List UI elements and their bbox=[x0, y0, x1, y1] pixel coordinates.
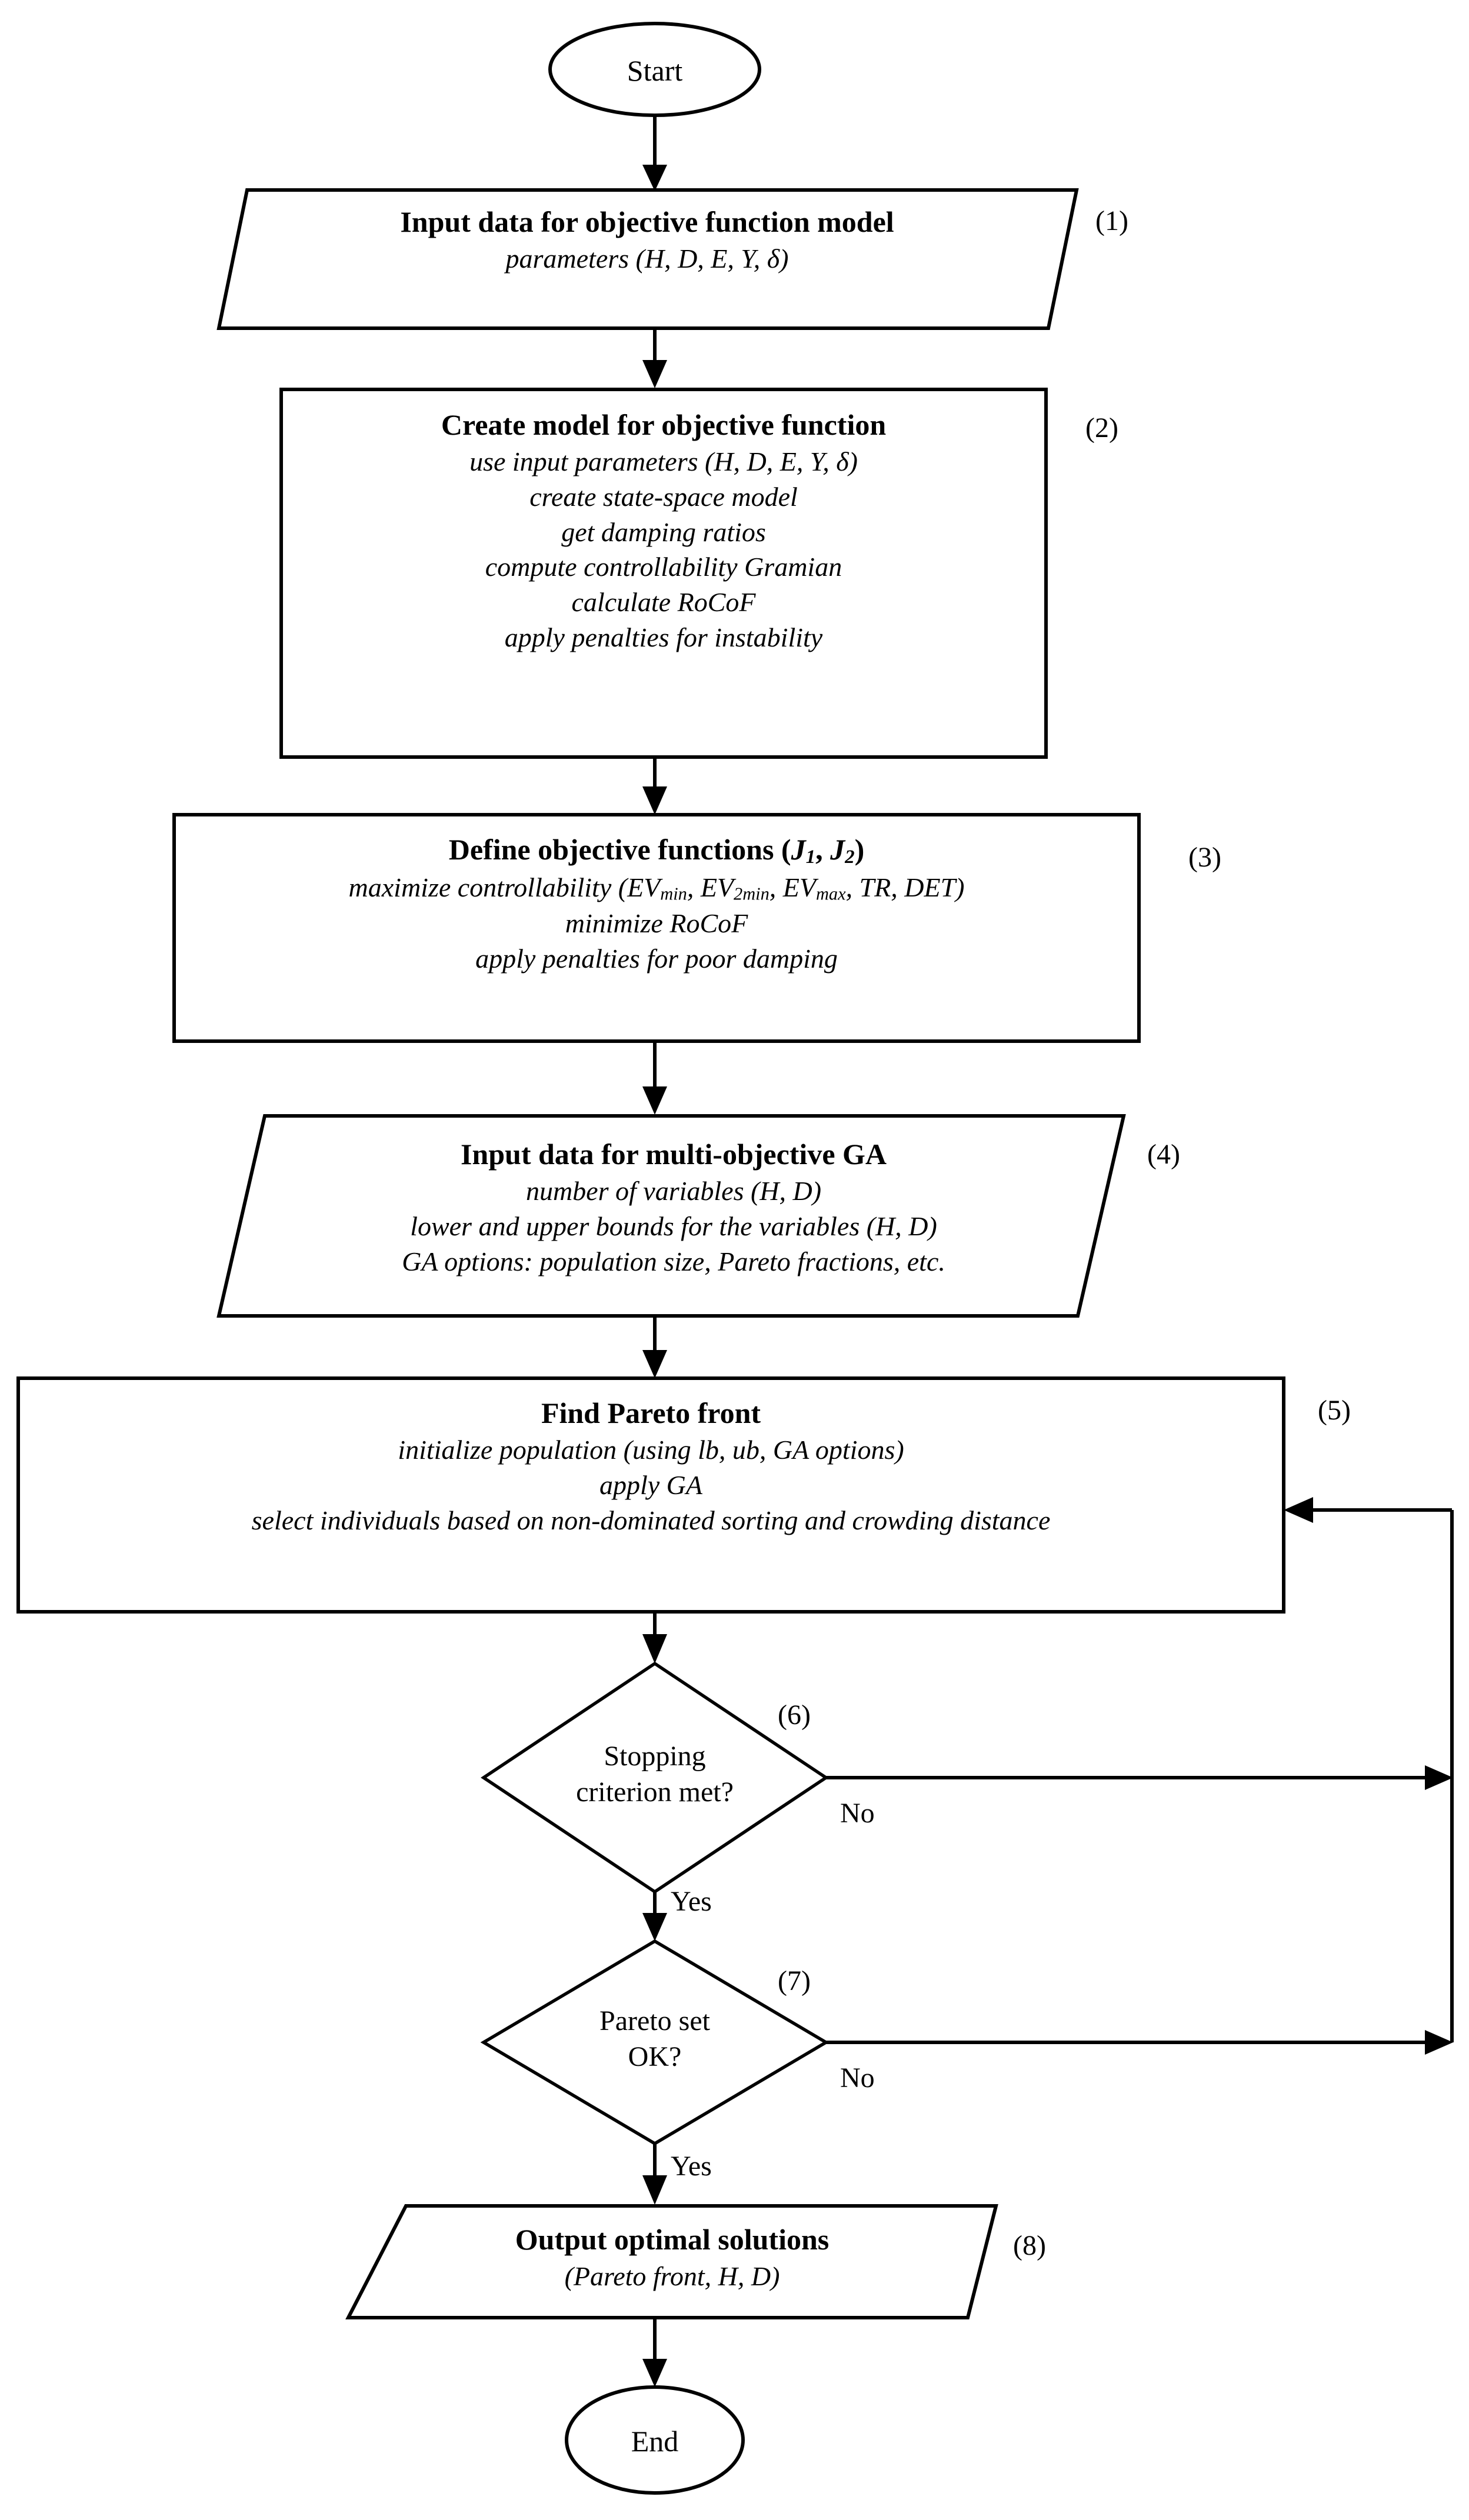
node-5-rectangle bbox=[16, 1376, 1285, 1614]
node-7-diamond bbox=[480, 1939, 830, 2146]
step-number-5: (5) bbox=[1318, 1395, 1351, 1426]
step-number-1: (1) bbox=[1095, 205, 1128, 236]
arrowhead-5-to-6 bbox=[642, 1634, 667, 1664]
step-number-6: (6) bbox=[778, 1699, 811, 1731]
arrowhead-7-no bbox=[1425, 2030, 1453, 2055]
arrowhead-6-no bbox=[1425, 1765, 1453, 1790]
edge-label-7-no: No bbox=[840, 2062, 875, 2094]
node-3-rectangle bbox=[172, 813, 1141, 1043]
step-number-7: (7) bbox=[778, 1965, 811, 1996]
arrowhead-8-to-end bbox=[642, 2359, 667, 2387]
step-number-2: (2) bbox=[1085, 412, 1118, 444]
arrowhead-4-to-5 bbox=[642, 1350, 667, 1378]
node-6-diamond bbox=[481, 1661, 829, 1894]
step-number-8: (8) bbox=[1013, 2230, 1046, 2261]
edge-label-6-no: No bbox=[840, 1798, 875, 1829]
edge-label-6-yes: Yes bbox=[671, 1886, 712, 1917]
node-8-parallelogram bbox=[345, 2204, 998, 2319]
node-1-parallelogram bbox=[216, 188, 1079, 330]
arrowhead-3-to-4 bbox=[642, 1086, 667, 1115]
arrowhead-start-to-1 bbox=[642, 165, 667, 191]
edge-label-7-yes: Yes bbox=[671, 2151, 712, 2182]
start-terminator bbox=[548, 22, 761, 117]
node-2-rectangle bbox=[279, 388, 1048, 759]
arrowhead-7-yes bbox=[642, 2175, 667, 2205]
node-4-parallelogram bbox=[216, 1114, 1126, 1318]
end-terminator bbox=[565, 2385, 745, 2495]
arrowhead-6-yes bbox=[642, 1913, 667, 1941]
arrowhead-1-to-2 bbox=[642, 360, 667, 388]
arrowhead-2-to-3 bbox=[642, 786, 667, 815]
step-number-3: (3) bbox=[1188, 842, 1221, 873]
step-number-4: (4) bbox=[1147, 1139, 1180, 1170]
arrowhead-return-to-5 bbox=[1284, 1497, 1313, 1523]
